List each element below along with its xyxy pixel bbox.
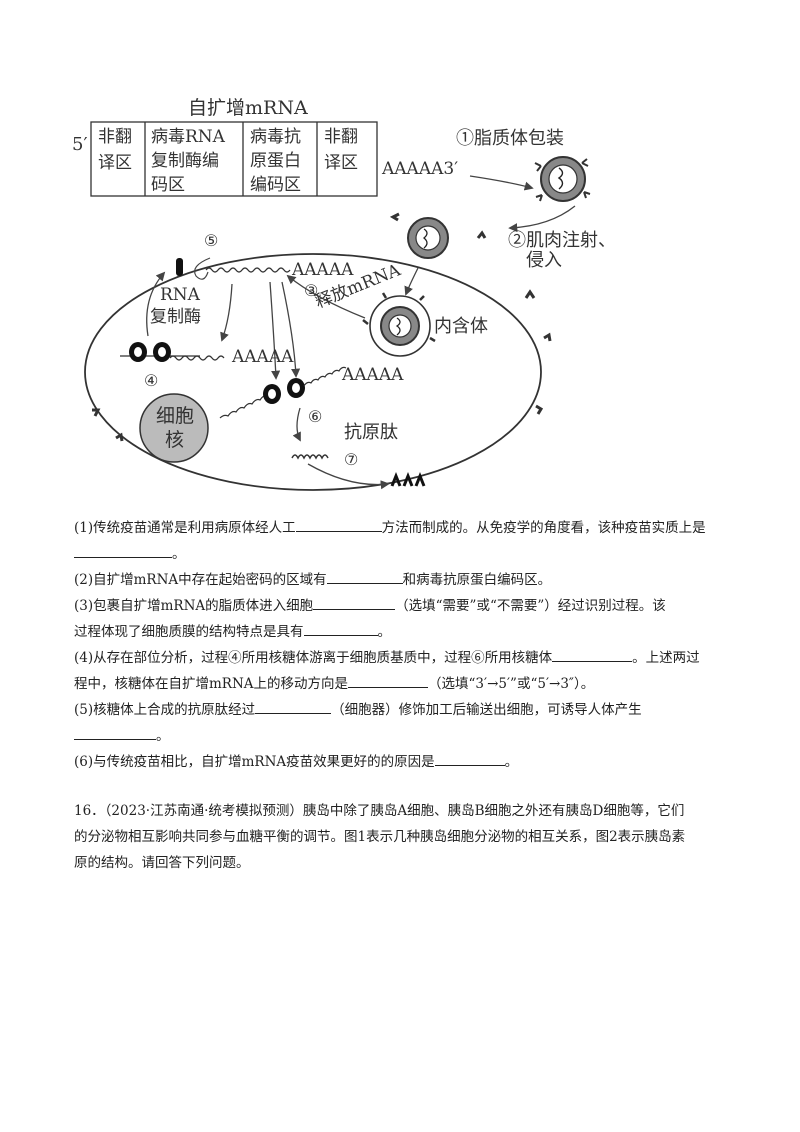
surface-antigen-icon xyxy=(390,471,426,487)
question-3-text-b: （选填“需要”或“不需要”）经过识别过程。该 xyxy=(395,598,666,614)
step4-number: ④ xyxy=(144,371,158,390)
cell-membrane xyxy=(84,253,542,491)
five-prime-label: 5′ xyxy=(72,134,88,155)
question-3: (3)包裹自扩增mRNA的脂质体进入细胞 （选填“需要”或“不需要”）经过识别过程… xyxy=(74,596,666,614)
answer-blank-1a[interactable] xyxy=(295,518,382,532)
svg-text:非翻: 非翻 xyxy=(324,127,358,147)
endosome-label: 内含体 xyxy=(434,316,488,337)
question-2: (2)自扩增mRNA中存在起始密码的区域有 和病毒抗原蛋白编码区。 xyxy=(74,570,551,588)
answer-blank-3b[interactable] xyxy=(303,622,378,636)
poly-a-top: AAAAA xyxy=(291,260,354,280)
answer-blank-4b[interactable] xyxy=(348,674,429,688)
rna-replicase-label-line2: 复制酶 xyxy=(150,307,201,327)
poly-a-bottom: AAAAA xyxy=(341,365,404,385)
question-2-text-a: (2)自扩增mRNA中存在起始密码的区域有 xyxy=(74,572,327,588)
svg-text:病毒RNA: 病毒RNA xyxy=(151,127,226,147)
answer-blank-5b[interactable] xyxy=(74,726,156,740)
question-4: (4)从存在部位分析，过程④所用核糖体游离于细胞质基质中，过程⑥所用核糖体 。上述… xyxy=(74,648,700,666)
liposome-entering-icon xyxy=(407,217,449,259)
question-16-line3: 原的结构。请回答下列问题。 xyxy=(74,855,250,871)
question-16-line1: 16．（2023·江苏南通·统考模拟预测）胰岛中除了胰岛A细胞、胰岛B细胞之外还… xyxy=(74,803,685,819)
question-3-text-c: 过程体现了细胞质膜的结构特点是具有 xyxy=(74,624,304,640)
svg-text:非翻: 非翻 xyxy=(98,127,132,147)
question-2-text-b: 和病毒抗原蛋白编码区。 xyxy=(402,572,552,588)
svg-text:原蛋白: 原蛋白 xyxy=(250,151,301,171)
region-antigen-coding: 病毒抗 原蛋白 编码区 xyxy=(250,127,301,195)
question-6-text-a: (6)与传统疫苗相比，自扩增mRNA疫苗效果更好的的原因是 xyxy=(74,754,435,770)
question-4-text-a: (4)从存在部位分析，过程④所用核糖体游离于细胞质基质中，过程⑥所用核糖体 xyxy=(74,650,553,666)
ribosomes-step6 xyxy=(263,378,305,404)
answer-blank-1b[interactable] xyxy=(74,544,172,558)
region-noncoding-5: 非翻 译区 xyxy=(98,127,132,173)
answer-blank-2[interactable] xyxy=(326,570,403,584)
step2-label: ②肌肉注射、 xyxy=(508,230,616,251)
question-5-cont: 。 xyxy=(74,726,170,744)
step1-label: ①脂质体包装 xyxy=(456,128,564,149)
endosome-icon xyxy=(362,292,436,357)
question-3-cont: 过程体现了细胞质膜的结构特点是具有 。 xyxy=(74,622,391,640)
nucleus-icon xyxy=(139,393,209,463)
figure-title: 自扩增mRNA xyxy=(188,97,308,119)
svg-text:译区: 译区 xyxy=(324,153,358,173)
antigen-peptide-label: 抗原肽 xyxy=(344,422,398,443)
answer-blank-5a[interactable] xyxy=(255,700,332,714)
question-4-cont: 程中，核糖体在自扩增mRNA上的移动方向是 （选填“3′→5′”或“5′→3″）。 xyxy=(74,674,594,692)
antigen-peptide-icon xyxy=(291,454,329,460)
question-6-end: 。 xyxy=(504,754,519,770)
region-replicase-coding: 病毒RNA 复制酶编 码区 xyxy=(151,127,226,195)
rna-replicase-icon xyxy=(176,258,183,276)
question-6: (6)与传统疫苗相比，自扩增mRNA疫苗效果更好的的原因是 。 xyxy=(74,752,518,770)
mrna-structure-table xyxy=(90,121,378,197)
step3-number: ③ xyxy=(304,281,318,300)
question-5: (5)核糖体上合成的抗原肽经过 （细胞器）修饰加工后输送出细胞，可诱导人体产生 xyxy=(74,700,642,718)
question-3-text-a: (3)包裹自扩增mRNA的脂质体进入细胞 xyxy=(74,598,314,614)
question-4-text-d: （选填“3′→5′”或“5′→3″）。 xyxy=(428,676,595,692)
svg-text:病毒抗: 病毒抗 xyxy=(250,127,301,147)
question-3-end: 。 xyxy=(377,624,392,640)
membrane-receptors xyxy=(92,212,552,442)
step2-label-line2: 侵入 xyxy=(526,250,562,271)
question-5-text-b: （细胞器）修饰加工后输送出细胞，可诱导人体产生 xyxy=(331,702,642,718)
region-noncoding-3: 非翻 译区 xyxy=(324,127,358,173)
svg-text:码区: 码区 xyxy=(151,175,185,195)
question-1-text-a: (1)传统疫苗通常是利用病原体经人工 xyxy=(74,520,296,536)
step6-number: ⑥ xyxy=(308,407,322,426)
answer-blank-6[interactable] xyxy=(434,752,505,766)
question-1: (1)传统疫苗通常是利用病原体经人工 方法而制成的。从免疫学的角度看，该种疫苗实质… xyxy=(74,518,706,536)
step5-number: ⑤ xyxy=(204,231,218,250)
question-4-text-c: 程中，核糖体在自扩增mRNA上的移动方向是 xyxy=(74,676,349,692)
figure-svg: 自扩增mRNA 5′ 非翻 译区 病毒RNA 复制酶编 码区 病毒抗 原蛋白 编… xyxy=(72,97,616,491)
nucleus-label-line2: 核 xyxy=(165,429,184,451)
answer-blank-4a[interactable] xyxy=(552,648,633,662)
rna-replicase-label: RNA xyxy=(160,285,201,305)
svg-text:编码区: 编码区 xyxy=(250,175,301,195)
poly-a-tail-label: AAAAA3′ xyxy=(381,159,458,179)
question-1-end: 。 xyxy=(172,546,186,562)
poly-a-middle: AAAAA xyxy=(231,347,294,367)
step7-number: ⑦ xyxy=(344,450,358,469)
question-1-cont: 。 xyxy=(74,544,186,562)
svg-text:译区: 译区 xyxy=(98,153,132,173)
mrna-vaccine-figure: 自扩增mRNA 5′ 非翻 译区 病毒RNA 复制酶编 码区 病毒抗 原蛋白 编… xyxy=(70,88,690,500)
nucleus-label: 细胞 xyxy=(156,405,194,427)
svg-text:复制酶编: 复制酶编 xyxy=(151,151,219,171)
question-16-line2: 的分泌物相互影响共同参与血糖平衡的调节。图1表示几种胰岛细胞分泌物的相互关系，图… xyxy=(74,829,686,845)
liposome-icon xyxy=(534,156,591,202)
ribosomes-step4 xyxy=(129,342,171,362)
question-5-end: 。 xyxy=(156,728,170,744)
question-5-text-a: (5)核糖体上合成的抗原肽经过 xyxy=(74,702,256,718)
answer-blank-3a[interactable] xyxy=(313,596,396,610)
question-1-text-b: 方法而制成的。从免疫学的角度看，该种疫苗实质上是 xyxy=(381,520,706,536)
question-4-text-b: 。上述两过 xyxy=(632,650,700,666)
